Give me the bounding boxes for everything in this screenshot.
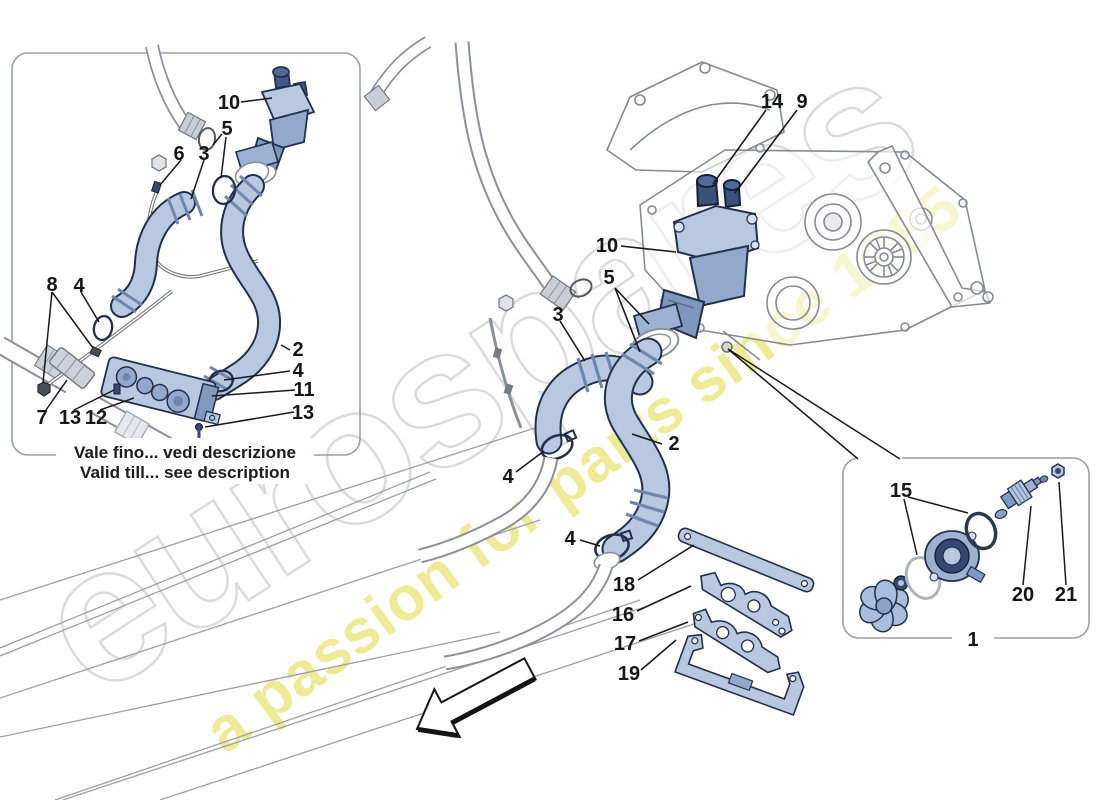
inset-hose-2 [202,174,282,401]
clamp-4a [540,428,578,461]
callout-4b: 4 [292,360,304,382]
callout-5: 5 [603,267,614,289]
callout-11: 11 [293,379,314,401]
callout-1-backing [952,626,994,650]
bracket-16 [700,571,793,639]
shaft-nut [1051,463,1065,479]
fan-pulley [856,229,912,285]
hose-clamp-icon [197,127,217,151]
callout-16: 16 [612,604,634,626]
o-ring-dark [964,511,998,551]
hose-clamp-icon [569,278,593,298]
clamp-5-icon [211,174,237,206]
callout-12: 12 [85,407,107,429]
callout-17: 17 [614,633,636,655]
intake-cover-plate [606,61,785,173]
main-callouts: 14 9 10 5 3 2 4 4 18 16 17 19 [502,91,807,685]
thermostat-housing [656,174,760,340]
pump-shaft [999,476,1043,510]
bracket-18 [677,527,815,593]
callout-21: 21 [1055,584,1077,606]
callout-4b: 4 [564,528,576,550]
inset-hose-3 [110,189,204,318]
callout-1: 1 [967,629,978,651]
manifold-screw-13b [195,423,203,438]
callout-18: 18 [613,574,635,596]
pump-leader-lines [903,481,1067,586]
drain-pipe [488,317,523,429]
inset-thermostat-housing [247,66,316,185]
pipe-union [89,346,102,358]
callout-9: 9 [796,91,807,113]
callout-10: 10 [596,235,618,257]
bracket-19 [673,633,805,717]
callout-2: 2 [668,433,679,455]
callout-20: 20 [1012,584,1034,606]
inset-callouts: 10 5 6 3 8 4 2 4 11 13 7 13 12 [36,92,314,429]
inset-water-pump: 15 20 21 1 [727,348,1090,651]
callout-4a: 4 [73,275,85,297]
callout-19: 19 [618,663,640,685]
callout-3: 3 [198,143,209,165]
upper-left-hose [363,36,432,112]
hose-2 [601,337,671,564]
direction-arrow-icon [415,656,538,739]
inset-early-version: 10 5 6 3 8 4 2 4 11 13 7 13 12 Vale fino… [0,44,361,484]
bleed-fitting [150,180,162,194]
inset-water-manifold [100,356,221,426]
validity-note-line2: Valid till... see description [80,463,290,482]
callout-13b: 13 [292,402,314,424]
inset-leader-lines [42,97,296,428]
top-center-hose [454,41,593,429]
hex-plug [498,294,514,312]
manifold-screw-13a [113,383,121,395]
pump-impeller [859,579,909,633]
callout-7: 7 [36,407,47,429]
pipe-nut [37,381,51,397]
callout-6: 6 [173,143,184,165]
callout-2: 2 [292,339,303,361]
callout-3: 3 [552,304,563,326]
lower-white-hoses [418,456,621,671]
timing-ring [766,276,820,330]
inset-top-hose [145,44,217,172]
clamp-4a-icon [92,314,114,342]
callout-8: 8 [46,274,57,296]
inset-pointer-wedge [727,348,901,460]
hex-plug [151,154,167,172]
validity-note-line1: Vale fino... vedi descrizione [74,443,296,462]
callout-4a: 4 [502,466,514,488]
pipe-sleeve [49,347,95,389]
key-pin [1039,475,1049,483]
washer [994,509,1008,519]
pump-callouts: 15 20 21 1 [890,480,1077,651]
callout-13a: 13 [59,407,81,429]
main-leader-lines [515,109,798,671]
callout-5: 5 [221,118,232,140]
validity-note: Vale fino... vedi descrizione Valid till… [56,438,314,484]
bracket-17 [692,608,781,674]
callout-15: 15 [890,480,912,502]
main-view: 14 9 10 5 3 2 4 4 18 16 17 19 [363,36,994,739]
callout-10: 10 [218,92,240,114]
callout-14: 14 [761,91,784,113]
